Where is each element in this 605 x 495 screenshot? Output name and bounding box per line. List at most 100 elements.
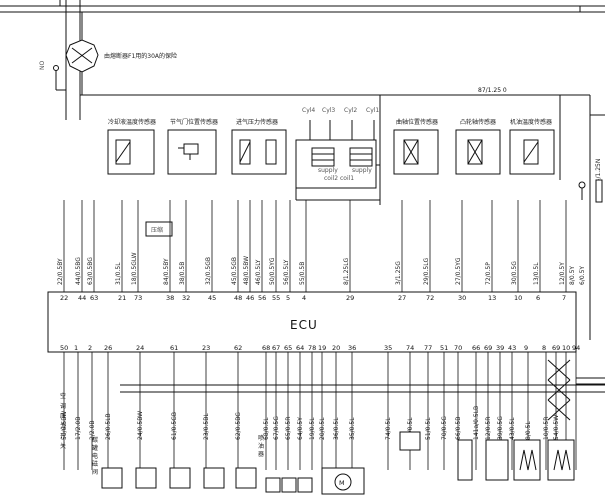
pressure-switch-char: 力 (60, 422, 66, 430)
bottom-pin-8: 8 (542, 344, 546, 352)
ecu-label: ECU (290, 318, 318, 332)
sensor-map (231, 129, 287, 175)
bottom-pin-65: 65 (284, 344, 292, 352)
top-wire-label: 84/0.5BY (163, 258, 170, 285)
pressure-switch-char: 开 (60, 433, 66, 440)
bottom-wire-label: 24/0.5BW (137, 411, 144, 440)
sensor-throttle-position (167, 129, 217, 175)
bottom-pin-62: 62 (234, 344, 242, 352)
top-pin-4: 4 (302, 294, 306, 302)
top-wire-label: 46/0.5LY (255, 259, 262, 285)
left-label-no: NO (39, 61, 46, 70)
top-wire-label: 72/0.5P (485, 262, 492, 285)
sensor-cam-label: 凸轮轴传感器 (460, 118, 496, 126)
pressure-switch-char: 关 (60, 442, 66, 450)
top-wire-label: 31/0.5L (115, 262, 122, 285)
top-wire-label: 45/0.5GB (231, 257, 238, 285)
relay-components-bottom (399, 431, 575, 481)
bottom-wire-label: 77/0.5L (407, 417, 414, 440)
bottom-wire-label: 67/0.5G (273, 416, 280, 440)
top-pin-22: 22 (60, 294, 68, 302)
bottom-pin-20: 20 (332, 344, 340, 352)
injector-char: 油 (258, 442, 264, 450)
bottom-wire-label: 74/0.5L (385, 417, 392, 440)
top-wire-label: 32/0.5GB (205, 257, 212, 285)
top-pin-32: 32 (182, 294, 190, 302)
top-pin-13: 13 (488, 294, 496, 302)
bottom-pin-1: 1 (74, 344, 78, 352)
bottom-wire-label: 61/0.5GB (171, 412, 178, 440)
bottom-pin-19: 19 (318, 344, 326, 352)
bottom-pin-74: 74 (406, 344, 414, 352)
bottom-wire-label: 70/0.5G (441, 416, 448, 440)
coil-cyl3: Cyl3 (322, 107, 335, 114)
top-wire-label: 8/0.5Y (569, 266, 576, 285)
bottom-injectors (101, 467, 313, 493)
top-pin-56: 56 (258, 294, 266, 302)
coil-cyl1: Cyl1 (366, 107, 379, 114)
sensor-crank-label: 曲轴位置传感器 (396, 118, 438, 126)
bottom-pin-66: 66 (472, 344, 480, 352)
bottom-pin-36: 36 (348, 344, 356, 352)
bottom-wire-label: 36/0.5L (333, 417, 340, 440)
top-wire-label: 29/0.5LG (423, 257, 430, 285)
top-wire-label: 48/0.5BW (243, 256, 250, 285)
top-pin-6: 6 (536, 294, 540, 302)
top-pin-29: 29 (346, 294, 354, 302)
bottom-wire-label: 26/0.5LB (105, 413, 112, 440)
bottom-wire-label: 23/0.5BL (203, 413, 210, 440)
ecu-box (47, 291, 577, 353)
right-bus-crossing (547, 359, 605, 421)
bottom-wire-label: 141a/0.5LB (473, 406, 480, 440)
bottom-wire-label: 17/2.0B (75, 417, 82, 440)
bottom-wire-label: 65/0.5R (285, 417, 292, 440)
canister-valve-char: 电 (92, 452, 98, 460)
top-pin-10: 10 (514, 294, 522, 302)
bottom-pin-10: 10 (562, 344, 570, 352)
sensor-throttle-position-label: 节气门位置传感器 (170, 118, 218, 126)
legend-small-label: 压缩 (151, 226, 163, 234)
fuse-note: 由熔断器F1用的30A的保险 (104, 52, 177, 60)
top-wire-label: 44/0.5BG (75, 257, 82, 285)
top-pin-21: 21 (118, 294, 126, 302)
top-pin-7: 7 (562, 294, 566, 302)
pressure-switch-char: 空 (60, 392, 66, 400)
canister-valve-char: 碳 (92, 436, 98, 444)
top-wire-label: 38/0.5B (179, 262, 186, 285)
bottom-pin-94: 94 (572, 344, 580, 352)
bottom-wire-label: 54/0.5W (553, 415, 560, 440)
bottom-wire-label: 12/0.5R (485, 417, 492, 440)
coil-block-label-2: supply (318, 167, 338, 174)
top-wire-label: 6/0.5Y (579, 266, 586, 285)
bottom-pin-24: 24 (136, 344, 144, 352)
coil-block-label-4: supply (352, 167, 372, 174)
top-wire-label: 55/0.5B (299, 262, 306, 285)
resistor-84 (145, 221, 173, 237)
coil-block-label-3: coil1 (340, 175, 354, 182)
coil-block-label-1: coil2 (324, 175, 338, 182)
top-pin-73: 73 (134, 294, 142, 302)
bottom-wire-label: 35/0.5L (349, 417, 356, 440)
bottom-pin-69: 69 (552, 344, 560, 352)
bottom-pin-64: 64 (296, 344, 304, 352)
bottom-pin-61: 61 (170, 344, 178, 352)
sensor-coolant-temp (107, 129, 155, 175)
fuel-pump-motor (321, 467, 365, 495)
coil-cyl4: Cyl4 (302, 107, 315, 114)
sensor-oil-temp (509, 129, 555, 175)
top-pin-55: 55 (272, 294, 280, 302)
top-wire-label: 63/0.5BG (87, 257, 94, 285)
power-bus (80, 94, 605, 340)
main-relay-symbol (53, 12, 99, 95)
sensor-cam (455, 129, 501, 175)
bottom-wire-label: 68/0.5L (263, 417, 270, 440)
sensor-crank (393, 129, 439, 175)
top-pin-44: 44 (78, 294, 86, 302)
top-wire-label: 30/0.5G (511, 261, 518, 285)
bottom-wire-label: 66/0.5B (455, 417, 462, 440)
top-bus-lines (0, 0, 605, 120)
top-wire-label: 27/0.5YG (455, 257, 462, 285)
ignition-coils (295, 95, 381, 205)
